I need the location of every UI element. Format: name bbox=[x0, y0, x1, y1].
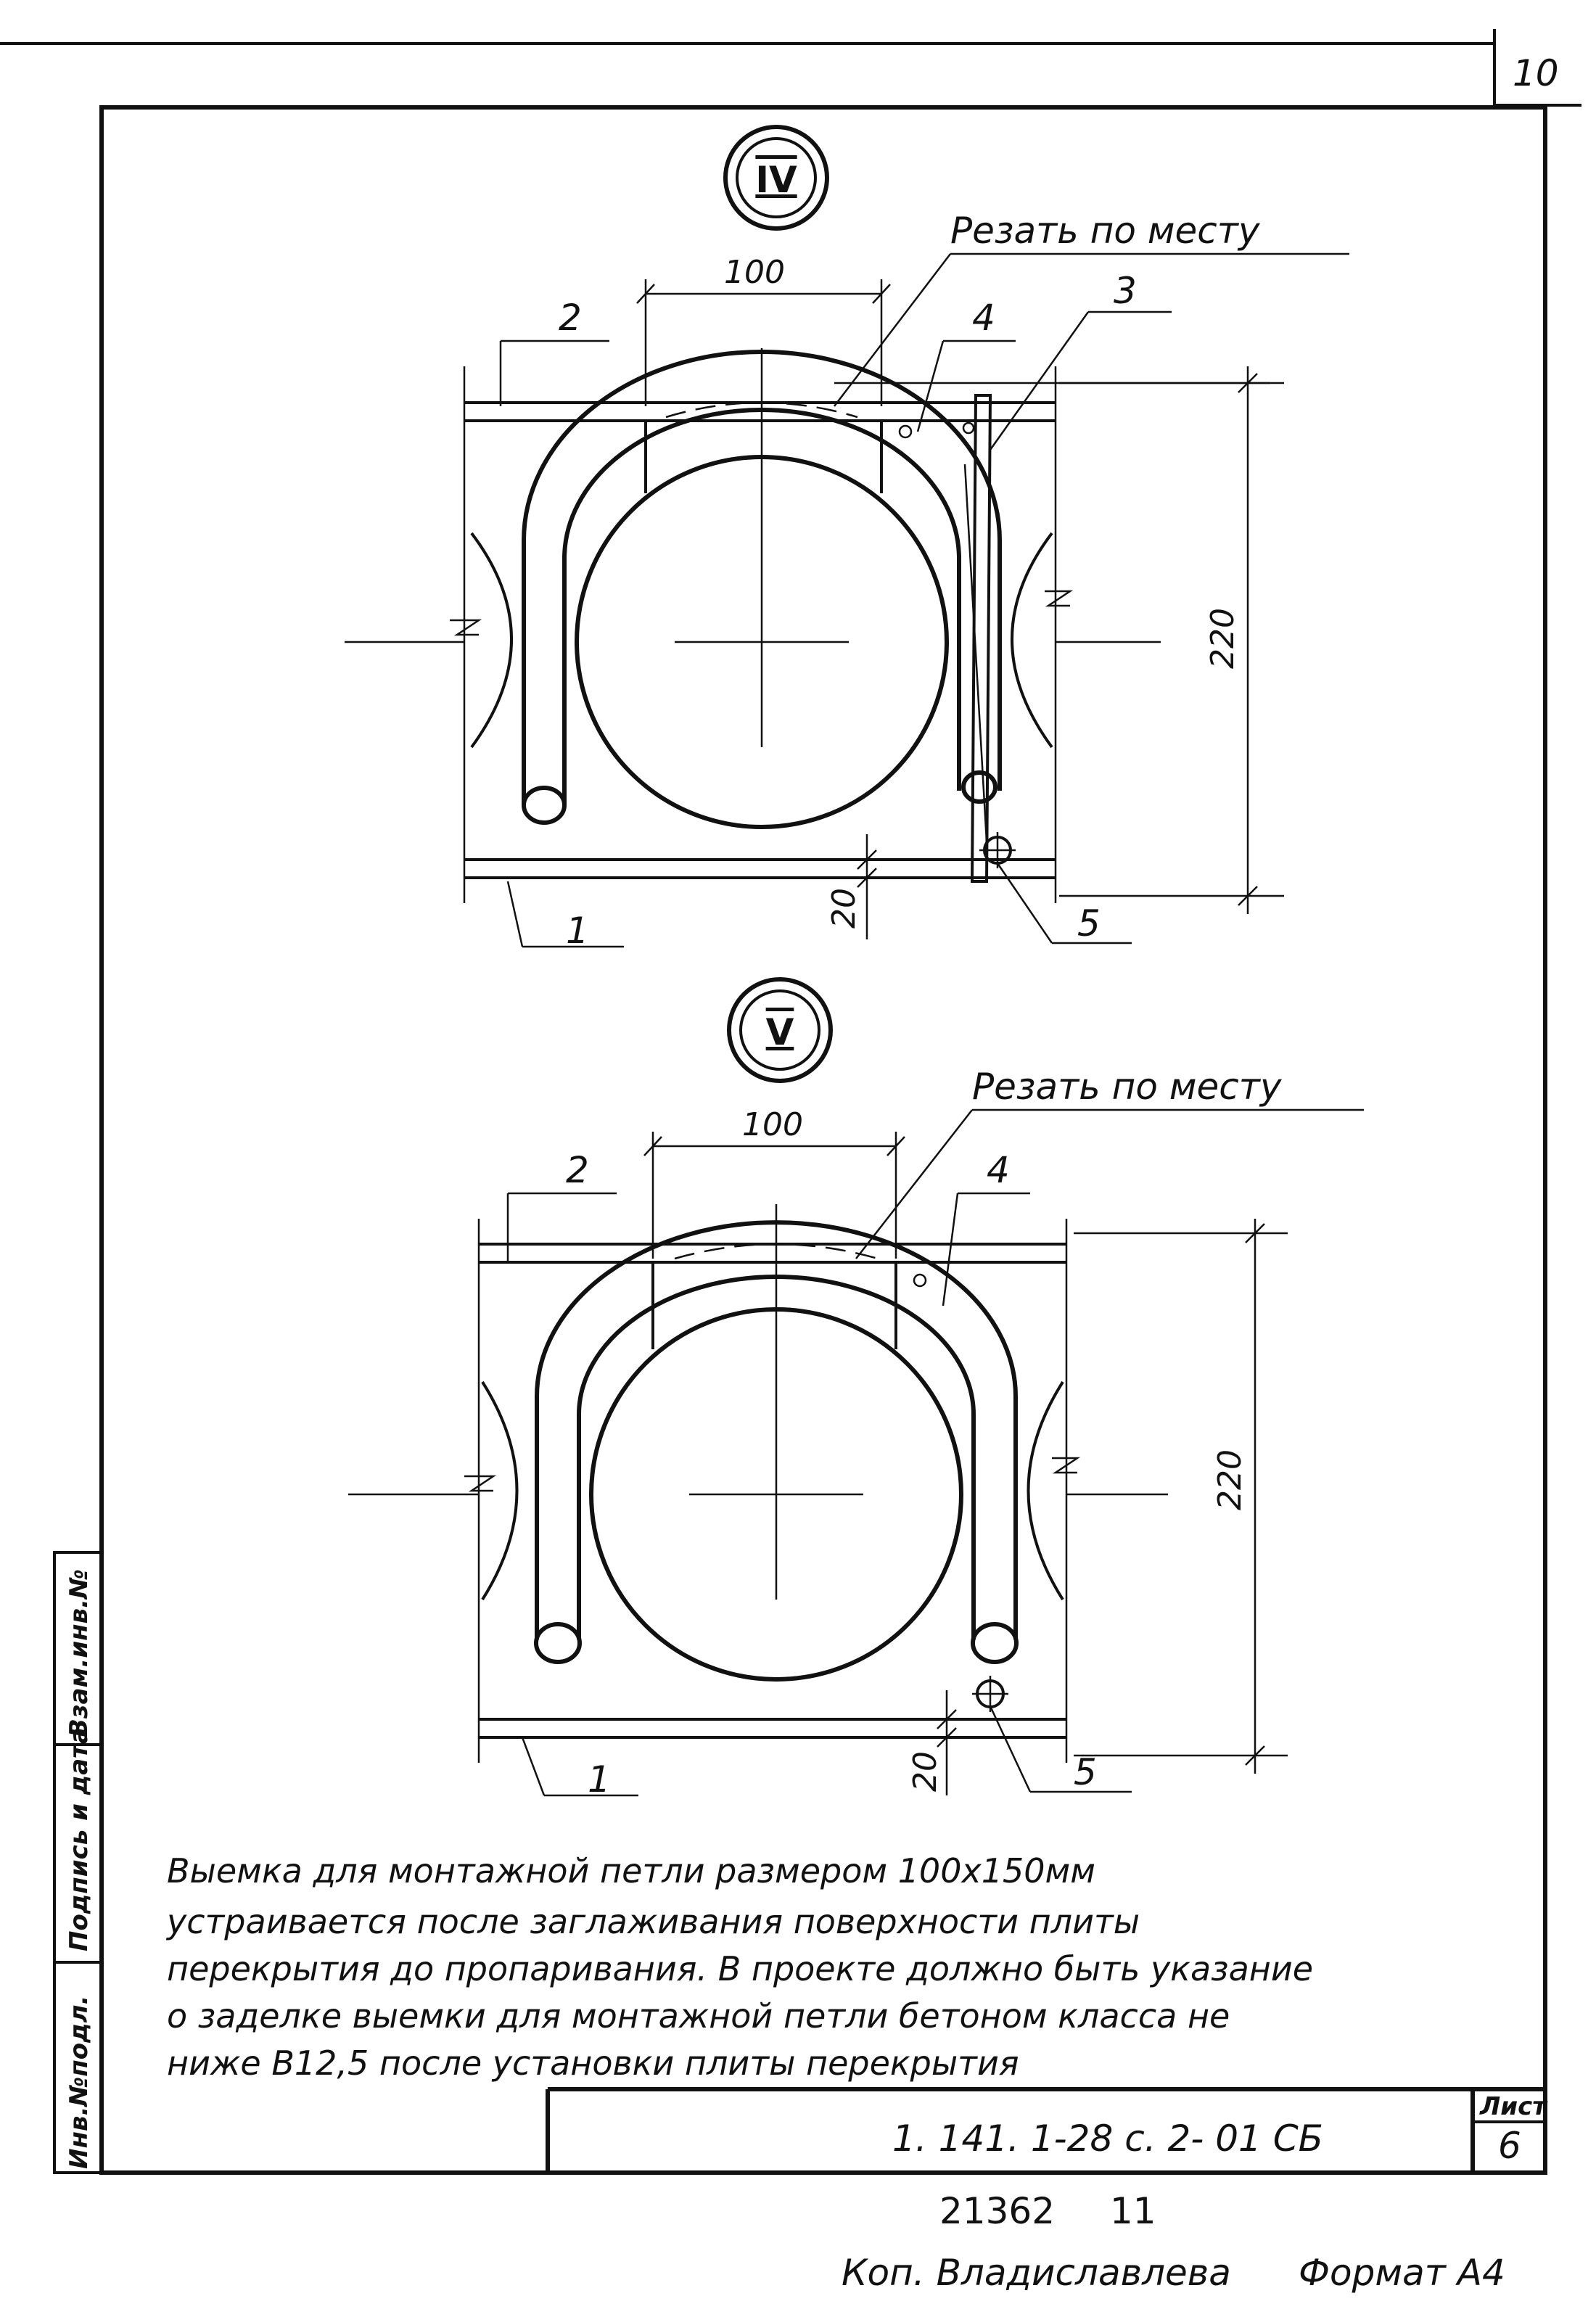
view-v-label-5: 5 bbox=[1074, 1751, 1097, 1793]
view-iv-dim-100: 100 bbox=[724, 254, 785, 291]
view-iv: IV Резать по месту 100 bbox=[345, 125, 1349, 952]
view-v-cut-note: Резать по месту bbox=[972, 1066, 1283, 1108]
note-line-1: Выемка для монтажной петли размером 100х… bbox=[167, 1851, 1095, 1890]
stamp-vzam: Взам.инв.№ bbox=[65, 1569, 94, 1737]
side-stamp: Инв.№подл. Подпись и дата Взам.инв.№ bbox=[53, 1551, 103, 2174]
view-v-label-1: 1 bbox=[588, 1758, 611, 1800]
view-iv-label-1: 1 bbox=[566, 910, 589, 952]
sheet-header: 10 bbox=[0, 29, 1581, 107]
stamp-inv-podl: Инв.№подл. bbox=[65, 1996, 94, 2169]
stamp-podpis: Подпись и дата bbox=[65, 1727, 94, 1951]
page-number: 10 bbox=[1513, 52, 1559, 94]
view-iv-dim-20: 20 bbox=[826, 888, 863, 929]
note-line-3: перекрытия до пропаривания. В проекте до… bbox=[167, 1949, 1313, 1988]
sheet-footer: 21362 11 Коп. Владиславлева Формат А4 bbox=[842, 2190, 1505, 2294]
note-line-2: устраивается после заглаживания поверхно… bbox=[165, 1902, 1140, 1941]
view-v-dim-220: 220 bbox=[1212, 1449, 1249, 1510]
view-v: V Резать по месту 100 bbox=[348, 977, 1364, 1800]
list-label: Лист bbox=[1479, 2092, 1548, 2121]
view-iv-cut-note: Резать по месту bbox=[950, 210, 1261, 252]
view-v-numeral: V bbox=[766, 1011, 794, 1053]
view-iv-label-2: 2 bbox=[559, 297, 582, 339]
view-v-dim-20: 20 bbox=[907, 1751, 944, 1792]
sheet-frame bbox=[99, 105, 1547, 2175]
copied-by: Коп. Владиславлева bbox=[842, 2252, 1231, 2294]
view-iv-label-4: 4 bbox=[972, 297, 995, 339]
list-number: 6 bbox=[1498, 2125, 1521, 2167]
view-iv-numeral: IV bbox=[755, 159, 797, 201]
inventory-suffix: 11 bbox=[1110, 2190, 1156, 2232]
note-line-5: ниже В12,5 после установки плиты перекры… bbox=[167, 2044, 1019, 2083]
title-block: Лист 6 1. 141. 1-28 с. 2- 01 СБ bbox=[546, 2087, 1548, 2173]
view-iv-label-3: 3 bbox=[1114, 270, 1137, 312]
format-label: Формат А4 bbox=[1299, 2252, 1505, 2294]
view-iv-label-5: 5 bbox=[1077, 902, 1101, 945]
note-line-4: о заделке выемки для монтажной петли бет… bbox=[167, 1996, 1230, 2036]
view-v-label-2: 2 bbox=[566, 1149, 589, 1191]
view-iv-dim-220: 220 bbox=[1204, 608, 1241, 669]
view-v-label-4: 4 bbox=[987, 1149, 1010, 1191]
view-v-dim-100: 100 bbox=[742, 1106, 803, 1143]
inventory-number: 21362 bbox=[939, 2190, 1055, 2232]
note-block: Выемка для монтажной петли размером 100х… bbox=[165, 1851, 1313, 2083]
drawing-code: 1. 141. 1-28 с. 2- 01 СБ bbox=[892, 2118, 1323, 2160]
